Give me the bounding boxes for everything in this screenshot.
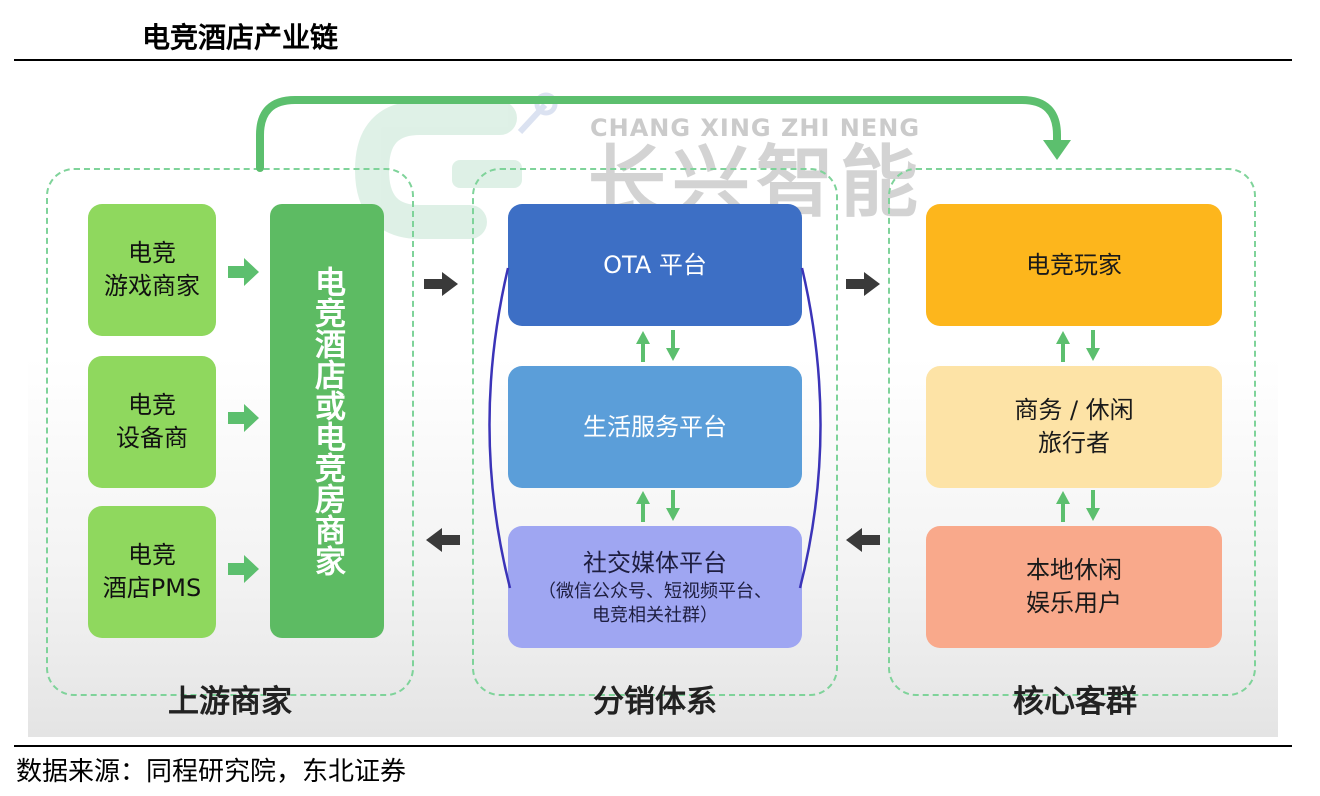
top-feedback-arrow-head (1043, 140, 1071, 160)
document-title: 电竞酒店产业链 (142, 21, 339, 54)
supplier-line1: 电竞 (128, 239, 176, 267)
right-bracket-curve (798, 267, 822, 589)
right-arrow-icon (846, 272, 880, 296)
supplier-line2: 酒店PMS (102, 574, 202, 602)
social-media-platform-label: 社交媒体平台 (583, 548, 727, 577)
supplier-equipment-vendor: 电竞 设备商 (88, 356, 216, 488)
supplier-arrow-icon (228, 258, 259, 286)
esports-hotel-merchant-box: 电竞酒店或电竞房商家 (270, 204, 384, 638)
supplier-line2: 游戏商家 (104, 272, 200, 300)
left-arrow-icon (426, 528, 460, 552)
ota-platform-label: OTA 平台 (603, 250, 707, 279)
supplier-arrow-icon (228, 404, 259, 432)
right-arrow-icon (424, 272, 458, 296)
ota-platform-box: OTA 平台 (508, 204, 802, 326)
supplier-line1: 电竞 (127, 541, 176, 569)
distribution-group-label: 分销体系 (593, 684, 717, 720)
watermark-subtitle: CHANG XING ZHI NENG (590, 114, 921, 142)
travelers-line2: 旅行者 (1038, 429, 1110, 457)
customers-group (888, 168, 1256, 696)
social-media-detail-line1: （微信公众号、短视频平台、 (538, 580, 772, 602)
locals-line2: 娱乐用户 (1026, 589, 1122, 617)
supplier-line2: 设备商 (116, 424, 188, 452)
supplier-arrow-icon (228, 555, 259, 583)
locals-line1: 本地休闲 (1026, 556, 1122, 584)
data-source-note: 数据来源：同程研究院，东北证券 (16, 757, 407, 787)
life-service-platform-label: 生活服务平台 (583, 412, 727, 441)
left-bracket-curve (488, 267, 512, 589)
business-leisure-travelers-box: 商务 / 休闲 旅行者 (926, 366, 1222, 488)
esports-players-label: 电竞玩家 (1026, 250, 1122, 279)
travelers-line1: 商务 / 休闲 (1014, 396, 1134, 424)
customers-group-label: 核心客群 (1013, 684, 1137, 720)
esports-players-box: 电竞玩家 (926, 204, 1222, 326)
top-rule (14, 59, 1292, 61)
life-service-platform-box: 生活服务平台 (508, 366, 802, 488)
supplier-game-vendor: 电竞 游戏商家 (88, 204, 216, 336)
supplier-hotel-pms: 电竞 酒店PMS (88, 506, 216, 638)
left-arrow-icon (846, 528, 880, 552)
upstream-group (46, 168, 414, 696)
upstream-group-label: 上游商家 (168, 684, 292, 720)
supplier-line1: 电竞 (128, 391, 176, 419)
bottom-rule (14, 745, 1292, 747)
social-media-detail-line2: 电竞相关社群） (592, 604, 718, 626)
top-feedback-arrow (256, 96, 1061, 172)
social-media-platform-box: 社交媒体平台 （微信公众号、短视频平台、 电竞相关社群） (508, 526, 802, 648)
distribution-group (472, 168, 838, 696)
local-entertainment-users-box: 本地休闲 娱乐用户 (926, 526, 1222, 648)
